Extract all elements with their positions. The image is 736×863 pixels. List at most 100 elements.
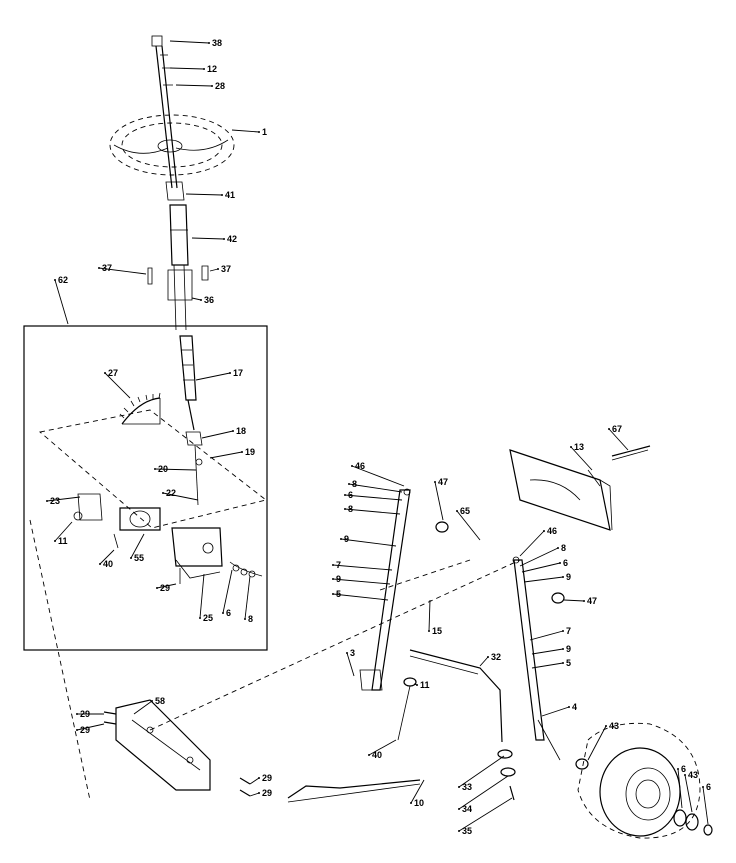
callout-dot-8 (348, 483, 350, 485)
callout-dot-9 (332, 578, 334, 580)
steering-shaft-lower (147, 181, 209, 331)
callout-leader-4 (541, 706, 570, 717)
callout-leader-47 (563, 599, 585, 602)
callout-dot-43 (605, 725, 607, 727)
callout-label-34: 34 (462, 804, 472, 814)
callout-leader-8 (348, 483, 403, 493)
callout-label-6: 6 (563, 558, 568, 568)
callout-label-47: 47 (438, 477, 448, 487)
callout-leader-8 (344, 508, 401, 515)
callout-label-8: 8 (348, 504, 353, 514)
callout-leader-19 (209, 451, 243, 459)
callout-label-29: 29 (262, 788, 272, 798)
detail-inset-frame (23, 325, 268, 651)
callout-dot-29 (156, 587, 158, 589)
callout-label-29: 29 (80, 725, 90, 735)
callout-label-6: 6 (681, 764, 686, 774)
callout-label-37: 37 (102, 263, 112, 273)
callout-dot-46 (351, 465, 353, 467)
callout-label-8: 8 (561, 543, 566, 553)
callout-leader-40 (99, 549, 115, 565)
callout-leader-34 (458, 775, 509, 810)
callout-dot-9 (562, 648, 564, 650)
callout-label-11: 11 (420, 680, 430, 690)
callout-leader-33 (458, 755, 505, 788)
inset-plate (39, 409, 268, 584)
callout-label-29: 29 (262, 773, 272, 783)
callout-label-28: 28 (215, 81, 225, 91)
callout-leader-6 (344, 494, 403, 501)
callout-label-27: 27 (108, 368, 118, 378)
callout-label-23: 23 (50, 496, 60, 506)
callout-dot-12 (203, 68, 205, 70)
callout-label-17: 17 (233, 368, 243, 378)
callout-dot-34 (458, 808, 460, 810)
callout-label-9: 9 (336, 574, 341, 584)
steering-column (151, 35, 178, 189)
callout-dot-41 (221, 194, 223, 196)
axle-washers (497, 749, 516, 801)
callout-leader-20 (154, 468, 197, 471)
callout-dot-29 (76, 713, 78, 715)
callout-leader-9 (531, 648, 564, 655)
callout-dot-28 (211, 85, 213, 87)
callout-label-43: 43 (688, 770, 698, 780)
callout-leader-35 (458, 797, 513, 832)
callout-label-37: 37 (221, 264, 231, 274)
callout-dot-35 (458, 830, 460, 832)
callout-dot-6 (222, 612, 224, 614)
callout-label-1: 1 (262, 127, 267, 137)
callout-dot-22 (162, 492, 164, 494)
callout-dot-29 (76, 729, 78, 731)
callout-dot-43 (684, 774, 686, 776)
callout-label-8: 8 (248, 614, 253, 624)
callout-leader-36 (191, 297, 202, 301)
callout-leader-9 (340, 538, 397, 547)
callout-label-15: 15 (432, 626, 442, 636)
callout-leader-55 (130, 533, 145, 559)
callout-leader-17 (195, 372, 231, 381)
callout-label-7: 7 (336, 560, 341, 570)
left-spindle (359, 488, 449, 691)
callout-dot-8 (244, 618, 246, 620)
callout-dot-6 (677, 768, 679, 770)
callout-dot-6 (702, 786, 704, 788)
callout-label-65: 65 (460, 506, 470, 516)
callout-dot-62 (54, 279, 56, 281)
callout-leader-8 (244, 575, 251, 620)
callout-dot-47 (434, 481, 436, 483)
callout-leader-1 (231, 129, 260, 133)
callout-dot-46 (543, 530, 545, 532)
callout-label-19: 19 (245, 447, 255, 457)
callout-label-35: 35 (462, 826, 472, 836)
callout-label-13: 13 (574, 442, 584, 452)
callout-label-4: 4 (572, 702, 577, 712)
callout-dot-55 (130, 557, 132, 559)
callout-leader-23 (46, 496, 81, 502)
callout-label-10: 10 (414, 798, 424, 808)
callout-dot-5 (332, 593, 334, 595)
callout-leader-65 (456, 510, 481, 541)
callout-leader-62 (54, 279, 69, 325)
callout-dot-25 (199, 617, 201, 619)
drag-link (397, 649, 503, 743)
callout-label-46: 46 (355, 461, 365, 471)
callout-label-43: 43 (609, 721, 619, 731)
callout-leader-29 (249, 792, 260, 797)
callout-dot-58 (151, 700, 153, 702)
callout-leader-46 (351, 465, 405, 487)
callout-label-7: 7 (566, 626, 571, 636)
callout-dot-7 (332, 564, 334, 566)
callout-dot-32 (487, 656, 489, 658)
callout-label-36: 36 (204, 295, 214, 305)
callout-leader-27 (104, 372, 131, 399)
front-wheel (575, 722, 713, 839)
callout-label-29: 29 (80, 709, 90, 719)
callout-leader-7 (332, 564, 393, 571)
callout-dot-13 (570, 446, 572, 448)
callout-dot-15 (428, 630, 430, 632)
callout-dot-29 (258, 777, 260, 779)
callout-label-40: 40 (372, 750, 382, 760)
callout-label-9: 9 (344, 534, 349, 544)
